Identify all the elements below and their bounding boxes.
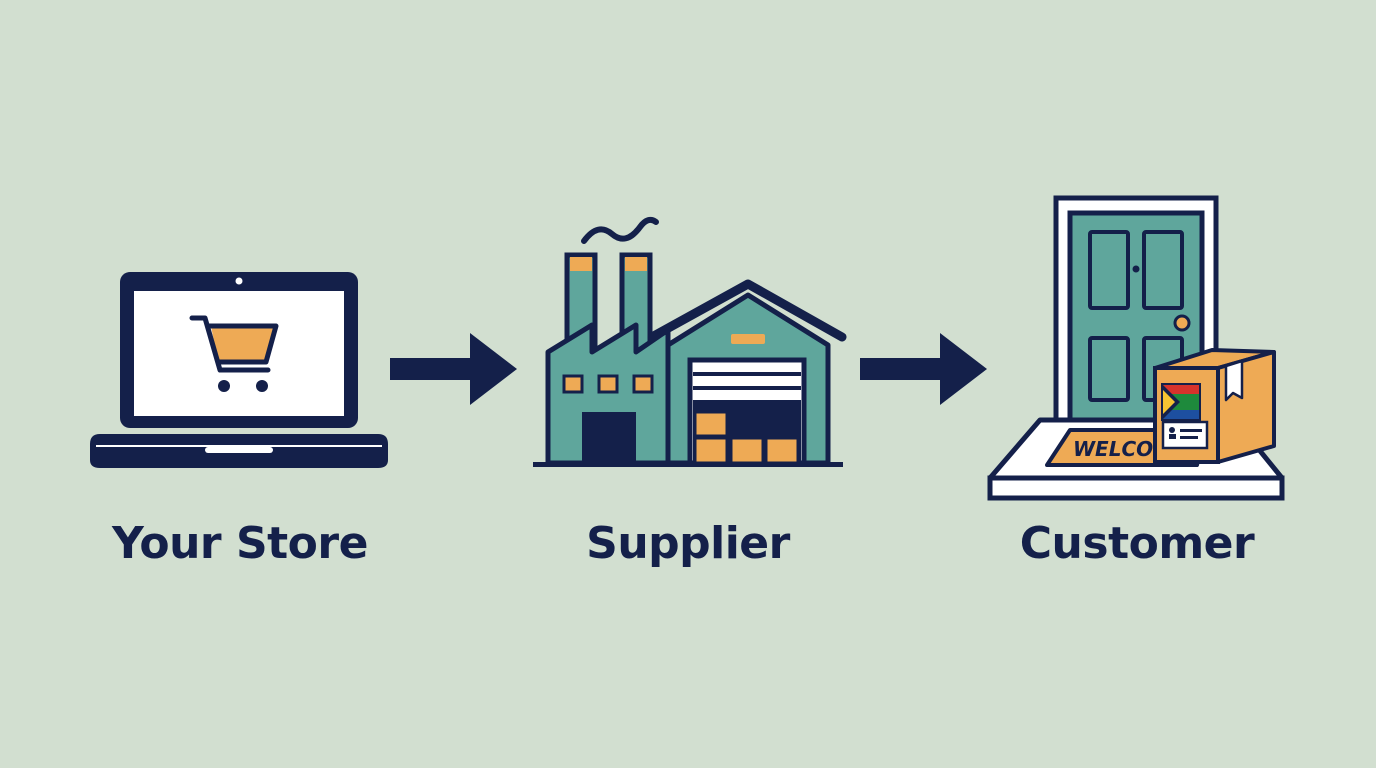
flag-sticker-icon — [1161, 383, 1201, 421]
door-package-icon: WELCOME — [987, 195, 1285, 501]
shipping-label-icon — [1161, 420, 1209, 450]
step-label-customer: Customer — [1019, 518, 1255, 569]
package-box-icon — [1153, 348, 1276, 464]
arrow-right-icon — [860, 333, 987, 405]
laptop-cart-icon — [90, 272, 388, 468]
factory-warehouse-icon — [533, 216, 847, 467]
step-label-supplier: Supplier — [586, 518, 790, 569]
shopping-cart-icon — [189, 315, 279, 392]
step-label-your-store: Your Store — [112, 518, 368, 569]
arrow-right-icon — [390, 333, 517, 405]
